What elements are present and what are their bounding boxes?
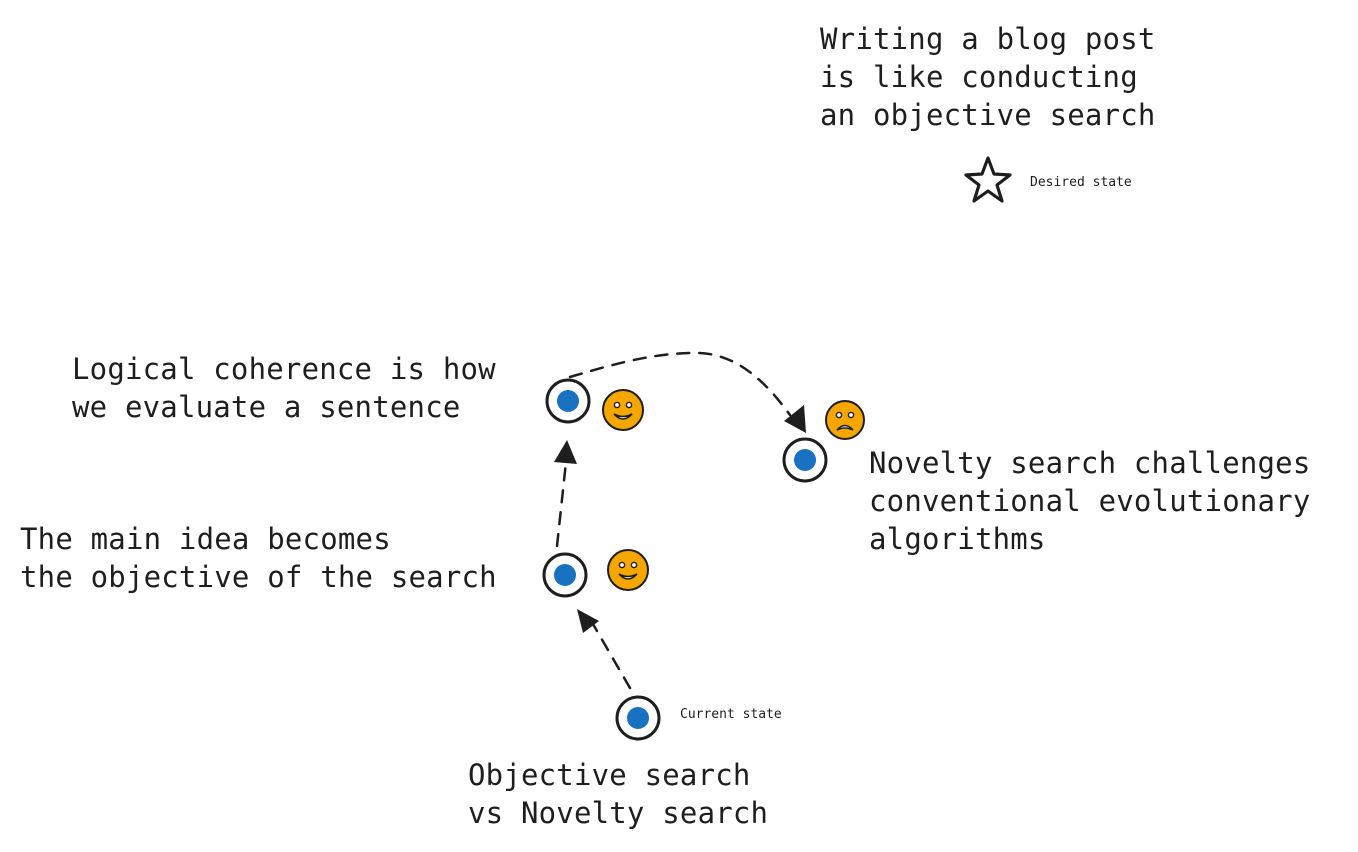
arrow-main-to-logic	[555, 460, 568, 548]
node-main	[542, 552, 588, 598]
current-state-annotation: Current state	[680, 707, 782, 722]
sad-face-icon	[825, 400, 865, 440]
node-main-label: The main idea becomes the objective of t…	[20, 522, 497, 594]
node-novelty-label: Novelty search challenges conventional e…	[869, 446, 1311, 556]
happy-face-icon	[607, 549, 649, 591]
arrowhead-logic	[554, 440, 577, 464]
node-logic	[545, 378, 591, 424]
node-current	[615, 695, 661, 741]
node-logic-label: Logical coherence is how we evaluate a s…	[72, 352, 496, 424]
happy-face-icon	[602, 389, 644, 431]
star-icon	[964, 156, 1012, 203]
node-current-label: Objective search vs Novelty search	[468, 758, 769, 830]
diagram-title: Writing a blog post is like conducting a…	[820, 22, 1156, 132]
arrowhead-main	[577, 609, 599, 633]
arrowhead-novelty	[784, 405, 806, 433]
desired-state-annotation: Desired state	[1030, 175, 1132, 190]
arrow-logic-to-novelty	[568, 351, 792, 417]
node-novelty	[782, 437, 828, 483]
